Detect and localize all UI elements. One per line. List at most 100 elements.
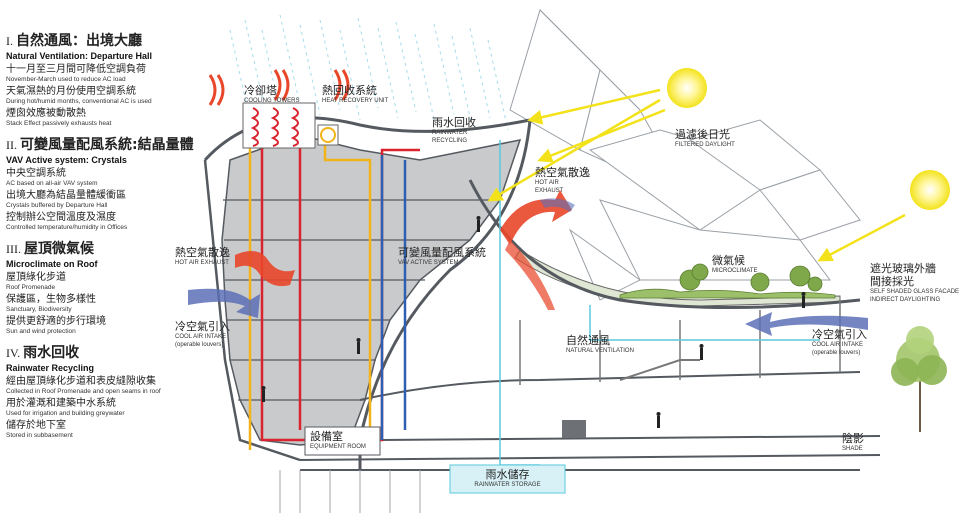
label-self-shaded-facade: 遮光玻璃外牆 間接採光 SELF SHADED GLASS FACADE IND… <box>870 262 959 304</box>
label-zh: 過濾後日光 <box>675 128 730 141</box>
item-en: November-March used to reduce AC load <box>6 76 126 83</box>
label-en: (operable louvers) <box>175 342 224 348</box>
section-title-zh: 可變風量配風系統:結晶量體 <box>20 137 194 153</box>
section-number: IV. <box>6 346 21 360</box>
hot-air-plumes <box>208 69 350 106</box>
crystal-roof-wireframe <box>509 9 861 301</box>
section-number: II. <box>6 138 17 152</box>
label-microclimate: 微氣候 MICROCLIMATE <box>712 254 758 275</box>
item-en: Crystals buffered by Departure Hall <box>6 202 108 209</box>
left-facade <box>203 159 301 462</box>
cooling-tower-unit <box>242 102 339 149</box>
floor-plates <box>223 199 500 401</box>
slabs <box>299 371 881 471</box>
label-en: RECYCLING <box>432 138 468 144</box>
cool-intake-arrows <box>188 198 868 336</box>
item-en: During hot/humid months, conventional AC… <box>6 98 152 105</box>
item-zh: 天氣濕熱的月份使用空調系統 <box>6 86 136 97</box>
people-silhouettes <box>261 216 806 428</box>
item-en: Roof Promenade <box>6 284 56 291</box>
section-title-zh: 雨水回收 <box>23 345 80 361</box>
label-zh: 可變風量配風系統 <box>398 246 486 259</box>
section-title-zh: 屋頂微氣候 <box>24 241 94 257</box>
rainwater-storage-tank <box>449 464 566 494</box>
label-en: EXHAUST <box>535 188 564 194</box>
label-hot-air-exhaust-right: 熱空氣散逸 HOT AIR EXHAUST <box>535 166 590 195</box>
item-en: Used for irrigation and building greywat… <box>6 410 125 417</box>
label-rainwater-storage: 雨水儲存 RAINWATER STORAGE <box>455 468 560 489</box>
label-en: SELF SHADED GLASS FACADE <box>870 289 960 295</box>
label-en: HEAT RECOVERY UNIT <box>322 98 389 104</box>
section-title: III. 屋頂微氣候 <box>6 238 226 258</box>
ground-tree <box>891 326 947 432</box>
label-cooling-towers: 冷卻塔 COOLING TOWERS <box>244 84 299 105</box>
section-title-en: VAV Active system: Crystals <box>6 155 127 165</box>
label-en: RAINWATER <box>432 130 468 136</box>
item-zh: 煙囪效應被動散熱 <box>6 108 86 119</box>
item-zh: 用於灌溉和建築中水系統 <box>6 398 116 409</box>
section-title: IV. 雨水回收 <box>6 342 226 362</box>
foundation-piles <box>279 470 421 513</box>
label-zh: 微氣候 <box>712 254 745 267</box>
roof-trees <box>619 263 836 299</box>
label-zh: 自然通風 <box>566 334 610 347</box>
item-zh: 儲存於地下室 <box>6 420 66 431</box>
label-en: VAV ACTIVE SYSTEM <box>398 260 459 266</box>
item-zh: 保護區，生物多樣性 <box>6 294 96 305</box>
label-zh: 冷空氣引入 <box>812 328 867 341</box>
item-zh: 提供更舒適的步行環境 <box>6 316 106 327</box>
label-en: EQUIPMENT ROOM <box>310 444 366 450</box>
item-en: Sanctuary, Biodiversity <box>6 306 72 313</box>
label-zh: 雨水儲存 <box>485 468 530 481</box>
sunlight-rays <box>487 88 906 262</box>
label-cool-air-right: 冷空氣引入 COOL AIR INTAKE (operable louvers) <box>812 328 867 357</box>
label-en: SHADE <box>842 446 863 452</box>
label-en: HOT AIR <box>535 180 559 186</box>
label-en: COOL AIR INTAKE <box>812 342 864 348</box>
item-zh: 出境大廳為結晶量體緩衝區 <box>6 190 126 201</box>
item-zh: 中央空調系統 <box>6 168 66 179</box>
item-zh: 經由屋頂綠化步道和表皮縫隙收集 <box>6 376 156 387</box>
label-filtered-daylight: 過濾後日光 FILTERED DAYLIGHT <box>675 128 735 149</box>
section-title: I. 自然通風：出境大廳 <box>6 30 226 50</box>
escalator <box>562 359 700 438</box>
item-en: Collected in Roof Promenade and open sea… <box>6 388 161 395</box>
label-zh: 熱回收系統 <box>322 84 377 97</box>
label-en: RAINWATER STORAGE <box>474 482 541 488</box>
section-title-zh: 自然通風：出境大廳 <box>16 33 142 49</box>
item-en: Controlled temperature/humidity in Offic… <box>6 224 128 231</box>
label-zh: 間接採光 <box>870 275 914 288</box>
item-zh: 十一月至三月間可降低空調負荷 <box>6 64 146 75</box>
section-number: III. <box>6 242 21 256</box>
item-en: AC based on all-air VAV system <box>6 180 98 187</box>
label-cool-air-left: 冷空氣引入 COOL AIR INTAKE (operable louvers) <box>175 320 230 349</box>
label-natural-ventilation: 自然通風 NATURAL VENTILATION <box>566 334 634 355</box>
label-equipment-room: 設備室 EQUIPMENT ROOM <box>310 430 366 451</box>
item-en: Stored in subbasement <box>6 432 73 439</box>
sun-right <box>910 170 950 210</box>
label-zh: 設備室 <box>310 430 343 443</box>
legend-section-vav: II. 可變風量配風系統:結晶量體 VAV Active system: Cry… <box>6 134 226 232</box>
legend-section-natural-ventilation: I. 自然通風：出境大廳 Natural Ventilation: Depart… <box>6 30 226 128</box>
label-en: MICROCLIMATE <box>712 268 758 274</box>
section-title-en: Microclimate on Roof <box>6 259 98 269</box>
section-title: II. 可變風量配風系統:結晶量體 <box>6 134 226 154</box>
item-zh: 控制辦公空間溫度及濕度 <box>6 212 116 223</box>
item-en: Stack Effect passively exhausts heat <box>6 120 112 127</box>
roof-deck <box>514 249 841 307</box>
section-number: I. <box>6 34 13 48</box>
label-en: FILTERED DAYLIGHT <box>675 142 735 148</box>
legend-panel: I. 自然通風：出境大廳 Natural Ventilation: Depart… <box>6 30 226 446</box>
